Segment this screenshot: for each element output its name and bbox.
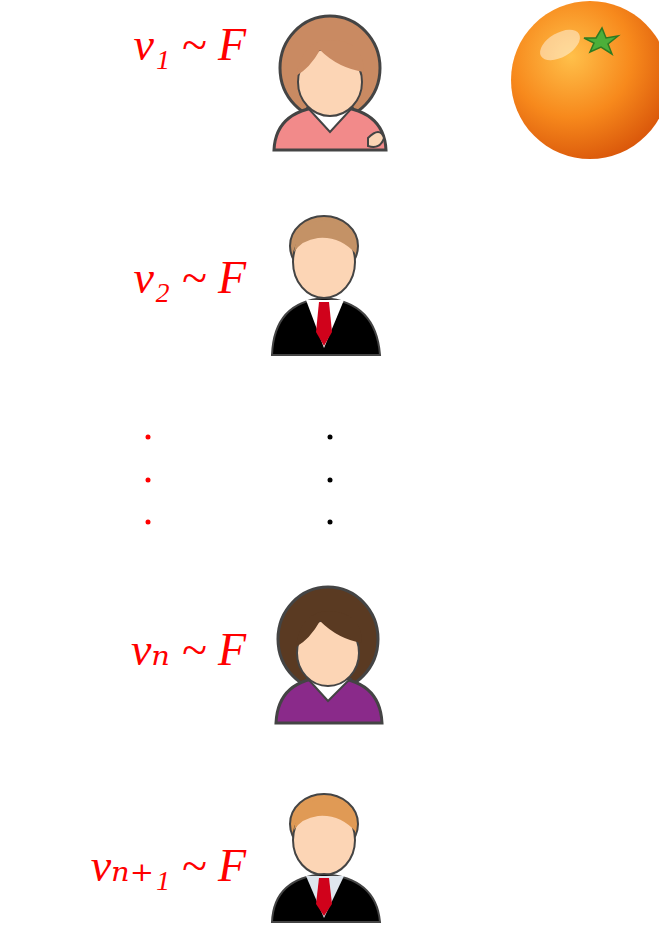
person-icon: [272, 794, 380, 922]
person-icon: [274, 16, 386, 150]
person-icon: [272, 216, 380, 355]
orange-fruit: [511, 1, 659, 159]
person-icon: [276, 587, 382, 723]
ellipsis-dots: [146, 435, 151, 525]
variable-label: v₂ ~ F: [134, 252, 246, 305]
ellipsis-dots: [328, 435, 333, 525]
variable-label: v₁ ~ F: [134, 19, 246, 72]
variable-label: vₙ ~ F: [131, 624, 246, 677]
variable-label: vₙ₊₁ ~ F: [91, 840, 246, 893]
